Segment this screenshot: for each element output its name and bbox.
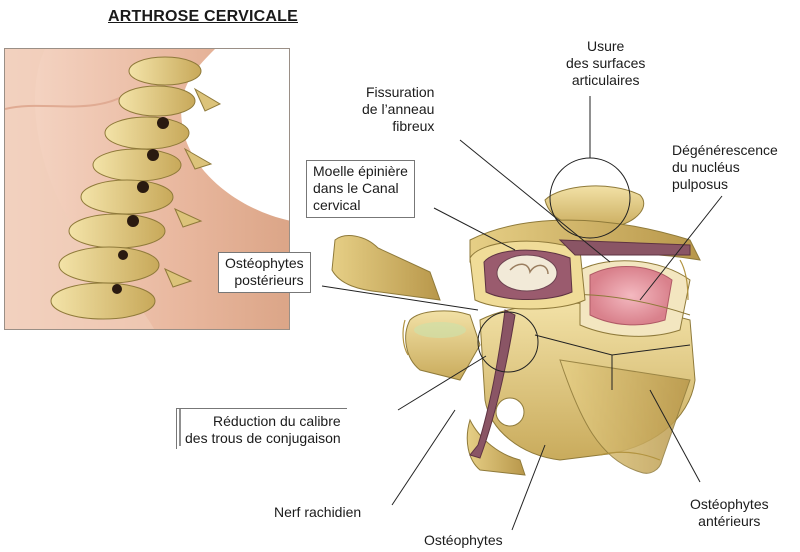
label-line: articulaires — [571, 72, 640, 88]
label-line: Ostéophytes — [225, 255, 304, 271]
label-fissuration-anneau-fibreux: Fissuration de l’anneau fibreux — [362, 84, 434, 135]
anterior-outline — [534, 334, 691, 390]
label-moelle-epiniere: Moelle épinière dans le Canal cervical — [306, 160, 415, 218]
label-line: Moelle épinière — [313, 163, 408, 179]
label-reduction-trous-conjugaison: Réduction du calibre des trous de conjug… — [176, 408, 347, 449]
cervical-vertebrae — [50, 56, 222, 320]
label-line: des surfaces — [566, 55, 646, 71]
label-line: du nucléus — [672, 159, 740, 175]
diagram-title: ARTHROSE CERVICALE — [108, 8, 298, 25]
label-line: Ostéophytes — [424, 532, 503, 548]
label-line: antérieurs — [698, 513, 761, 529]
label-line: Fissuration — [365, 84, 435, 100]
label-line: fibreux — [392, 118, 435, 134]
osteophytes-fringe — [402, 259, 689, 461]
label-line: de l’anneau — [362, 101, 435, 117]
label-line: pulposus — [672, 176, 729, 192]
posterior-processes — [331, 235, 481, 381]
label-osteophytes-anterieurs: Ostéophytes antérieurs — [690, 496, 769, 530]
label-line: dans le Canal — [313, 180, 399, 196]
label-line: Ostéophytes — [690, 496, 769, 512]
label-line: Dégénérescence — [672, 142, 778, 158]
label-osteophytes: Ostéophytes — [424, 532, 503, 549]
label-line: Nerf rachidien — [274, 504, 362, 520]
label-line: des trous de conjugaison — [185, 430, 341, 446]
label-usure-surfaces-articulaires: Usure des surfaces articulaires — [566, 38, 645, 89]
label-nerf-rachidien: Nerf rachidien — [274, 504, 361, 521]
spinal-cord — [469, 240, 586, 310]
label-line: cervical — [313, 197, 361, 213]
label-line: Réduction du calibre — [213, 413, 341, 429]
intervertebral-disc — [519, 260, 691, 337]
label-line: postérieurs — [234, 272, 304, 288]
label-line: Usure — [587, 38, 625, 54]
neck-spine-drawing — [5, 49, 289, 329]
vertebral-body — [466, 302, 696, 476]
label-degenerescence-nucleus: Dégénérescence du nucléus pulposus — [672, 142, 778, 193]
label-osteophytes-posterieurs: Ostéophytes postérieurs — [218, 252, 311, 293]
leader-lines — [179, 96, 723, 531]
spinal-nerve — [469, 239, 691, 459]
